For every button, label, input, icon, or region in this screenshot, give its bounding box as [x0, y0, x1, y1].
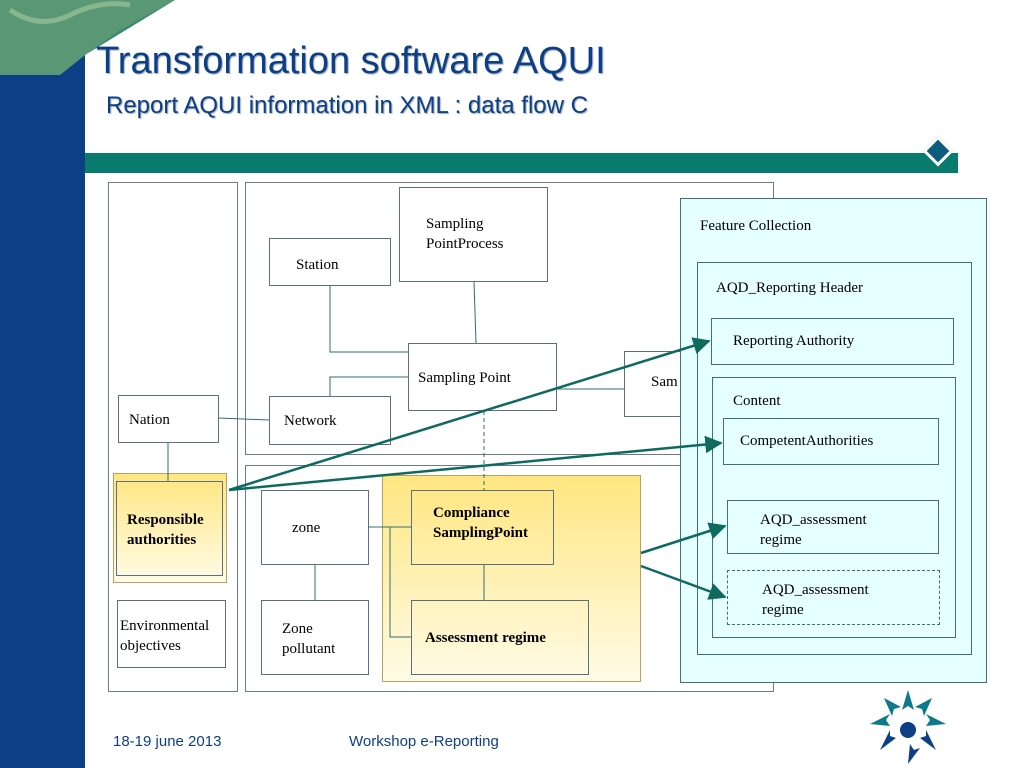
- reporting-header-label: AQD_Reporting Header: [716, 280, 864, 296]
- feature-collection-label: Feature Collection: [700, 218, 812, 234]
- compliance-sampling-point-box[interactable]: Compliance SamplingPoint: [411, 490, 554, 565]
- content-label: Content: [733, 393, 781, 409]
- nation-box[interactable]: Nation: [118, 395, 219, 443]
- zone-box[interactable]: zone: [261, 490, 369, 565]
- footer-date: 18-19 june 2013: [113, 733, 222, 750]
- slide-sidebar: [0, 0, 85, 768]
- responsible-authorities-highlight: [113, 473, 227, 583]
- slide-subtitle: Report AQUI information in XML : data fl…: [106, 92, 588, 119]
- compliance-highlight: [382, 475, 641, 682]
- reporting-authority-box[interactable]: Reporting Authority: [711, 318, 954, 365]
- competent-authorities-box[interactable]: CompetentAuthorities: [723, 418, 939, 465]
- assessment-regime-box[interactable]: Assessment regime: [411, 600, 589, 675]
- slide-title: Transformation software AQUI: [96, 40, 606, 82]
- aqd-assessment-regime-dashed-box[interactable]: AQD_assessment regime: [727, 570, 940, 625]
- footer-event: Workshop e-Reporting: [349, 733, 499, 750]
- sidebar-corner-decoration: [0, 0, 175, 75]
- environmental-objectives-box[interactable]: Environmental objectives: [117, 600, 226, 668]
- header-band: [85, 153, 958, 173]
- responsible-authorities-box[interactable]: Responsible authorities: [116, 481, 223, 576]
- sampling-point-process-box[interactable]: Sampling PointProcess: [399, 187, 548, 282]
- network-box[interactable]: Network: [269, 396, 391, 445]
- eu-logo-icon: [870, 690, 946, 764]
- station-box[interactable]: Station: [269, 238, 391, 286]
- zone-pollutant-box[interactable]: Zone pollutant: [261, 600, 369, 675]
- sampling-point-box[interactable]: Sampling Point: [408, 343, 557, 411]
- aqd-assessment-regime-box[interactable]: AQD_assessment regime: [727, 500, 939, 554]
